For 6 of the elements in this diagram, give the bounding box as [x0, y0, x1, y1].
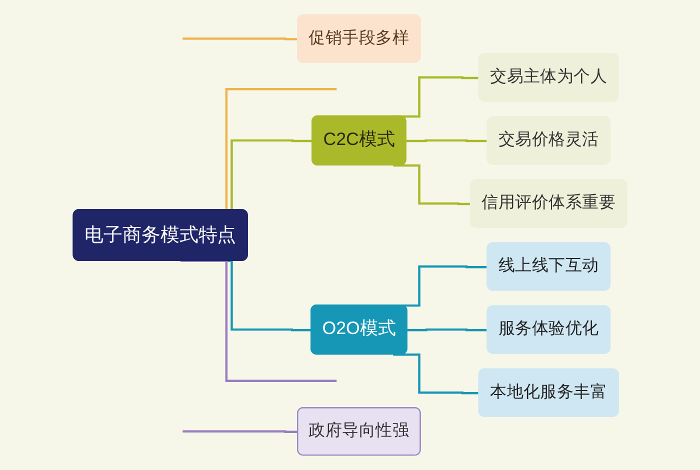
connector — [407, 328, 488, 332]
connector — [406, 139, 488, 142]
connector — [393, 164, 472, 206]
connector — [393, 354, 480, 394]
connector — [182, 38, 298, 40]
connector — [182, 430, 298, 434]
